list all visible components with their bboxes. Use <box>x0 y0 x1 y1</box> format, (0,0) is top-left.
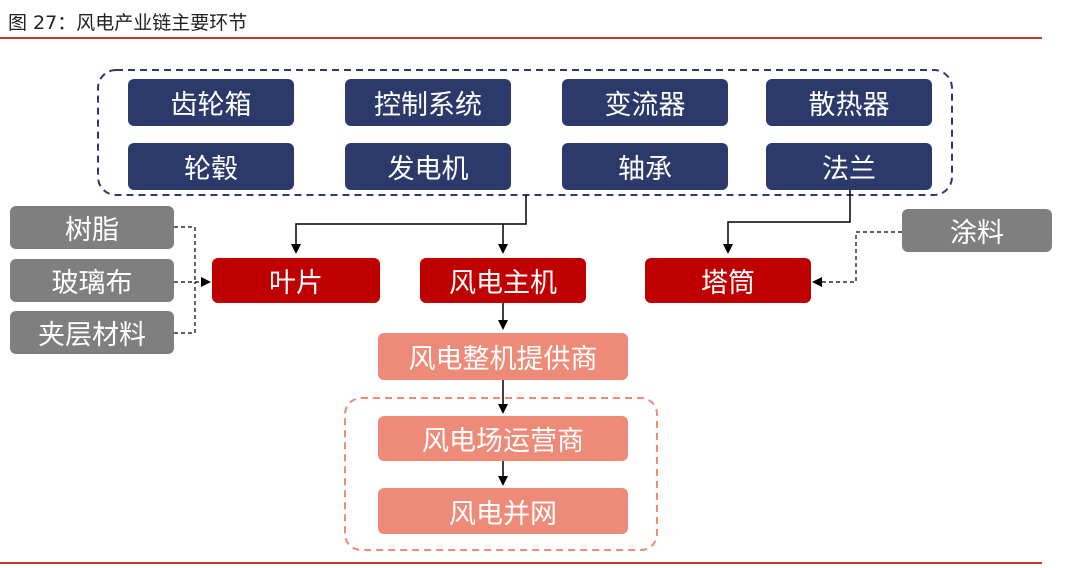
part-tower: 塔筒 <box>645 258 811 303</box>
part-blade: 叶片 <box>212 258 380 303</box>
figure-title: 图 27：风电产业链主要环节 <box>8 12 248 34</box>
connector-core <box>174 282 196 334</box>
downstream-group-frame <box>344 397 658 551</box>
connector-components-to-blade <box>291 195 527 254</box>
component-control-system: 控制系统 <box>345 79 511 126</box>
component-flange: 法兰 <box>766 143 932 190</box>
connector-resin <box>174 226 196 282</box>
component-generator: 发电机 <box>345 143 511 190</box>
material-core: 夹层材料 <box>10 311 174 354</box>
component-bearing: 轴承 <box>562 143 728 190</box>
component-hub: 轮毂 <box>128 143 294 190</box>
connector-flange-to-tower <box>723 190 851 254</box>
component-radiator: 散热器 <box>766 79 932 126</box>
material-coating: 涂料 <box>902 209 1052 252</box>
chain-grid: 风电并网 <box>378 488 628 534</box>
material-resin: 树脂 <box>10 206 174 249</box>
component-gearbox: 齿轮箱 <box>128 79 294 126</box>
material-fiberglass-cloth: 玻璃布 <box>10 259 174 302</box>
chain-oem: 风电整机提供商 <box>378 333 628 380</box>
connector-coating-to-tower <box>812 231 902 287</box>
chain-operator: 风电场运营商 <box>378 416 628 461</box>
component-converter: 变流器 <box>562 79 728 126</box>
components-group-frame <box>97 69 953 196</box>
part-nacelle: 风电主机 <box>420 258 586 303</box>
bottom-rule <box>0 562 1042 564</box>
top-rule <box>0 37 1042 39</box>
